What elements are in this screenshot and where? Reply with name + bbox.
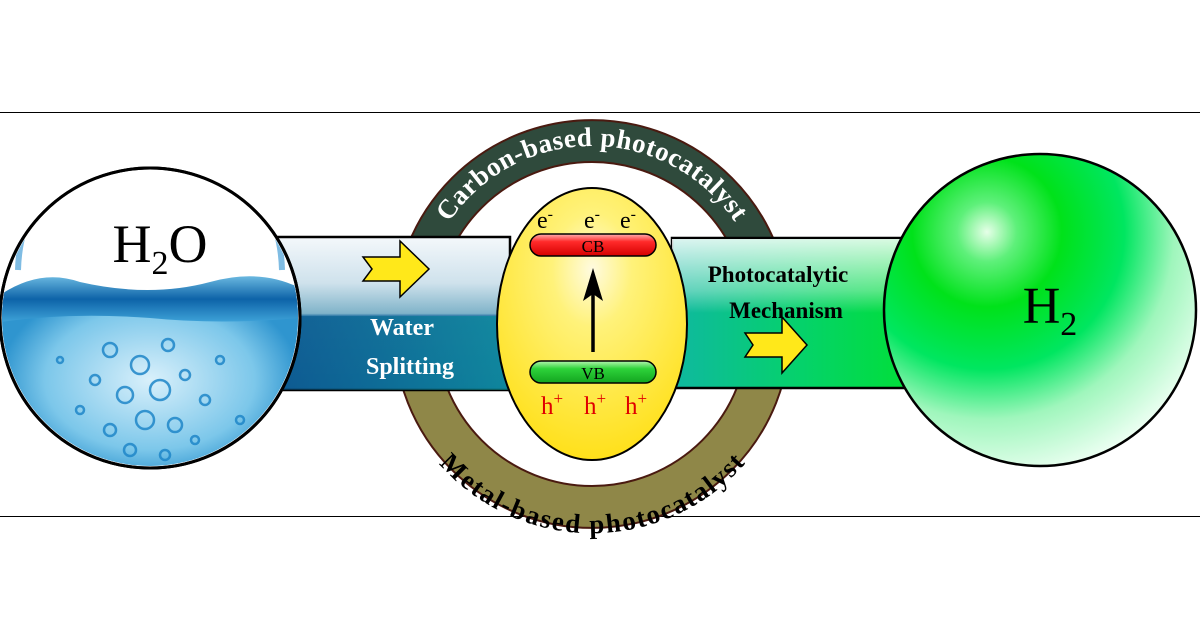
h2-label: H2 [1023, 278, 1078, 343]
hole-3: h+ [625, 389, 647, 420]
electron-3: e- [620, 206, 636, 234]
conduction-band: CB [529, 233, 657, 257]
mechanism-label: Mechanism [729, 298, 843, 323]
electron-1: e- [537, 206, 553, 234]
splitting-label: Splitting [366, 354, 454, 380]
holes: h+ h+ h+ [541, 389, 647, 420]
bubbles [55, 337, 246, 462]
electrons: e- e- e- [537, 206, 636, 234]
hole-1: h+ [541, 389, 563, 420]
electron-2: e- [584, 206, 600, 234]
valence-band: VB [529, 360, 657, 384]
water-label: Water [370, 315, 434, 341]
excitation-arrow-icon [583, 268, 603, 352]
vb-label: VB [581, 364, 605, 383]
h2o-label: H2O [113, 214, 208, 282]
hydrogen-sphere: H2 [882, 152, 1198, 468]
hole-2: h+ [584, 389, 606, 420]
left-arrow-icon [361, 239, 431, 299]
right-arrow-icon [743, 315, 809, 375]
cb-label: CB [582, 237, 605, 256]
water-sphere: H2O [0, 166, 302, 470]
top-divider [0, 112, 1200, 113]
photocatalytic-label: Photocatalytic [708, 262, 849, 287]
